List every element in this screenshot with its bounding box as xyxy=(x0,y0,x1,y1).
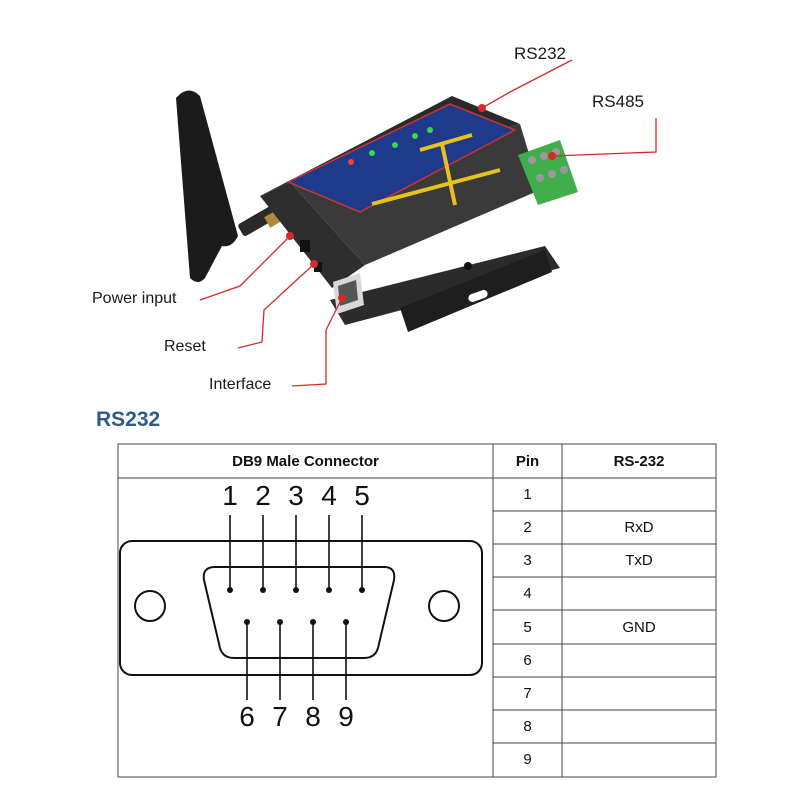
db9-pin-label-6: 6 xyxy=(239,701,255,732)
db9-pin-label-9: 9 xyxy=(338,701,354,732)
pin-9: 9 xyxy=(523,751,532,768)
section-title: RS232 xyxy=(96,408,161,431)
db9-pin-label-7: 7 xyxy=(272,701,288,732)
callout-interface: Interface xyxy=(209,376,272,393)
db9-connector xyxy=(119,540,483,676)
db9-pin-label-8: 8 xyxy=(305,701,321,732)
antenna xyxy=(176,90,286,282)
pin-2: 2 xyxy=(523,519,532,536)
db9-pin-lines xyxy=(229,515,363,700)
pin-1: 1 xyxy=(523,486,532,503)
pin-6: 6 xyxy=(523,652,532,669)
callout-reset: Reset xyxy=(164,338,206,355)
db9-pin-label-3: 3 xyxy=(288,480,304,511)
pin-8: 8 xyxy=(523,718,532,735)
callout-rs485: RS485 xyxy=(592,92,644,111)
signal-3: TxD xyxy=(625,552,653,569)
header-db9: DB9 Male Connector xyxy=(232,453,379,470)
callout-rs232: RS232 xyxy=(514,44,566,63)
callout-power-input: Power input xyxy=(92,290,177,307)
db9-pin-label-2: 2 xyxy=(255,480,271,511)
db9-pin-dots xyxy=(227,587,365,625)
pin-7: 7 xyxy=(523,685,532,702)
pin-4: 4 xyxy=(523,585,532,602)
converter-device xyxy=(260,96,578,332)
db9-pin-label-1: 1 xyxy=(222,480,238,511)
db9-pin-label-5: 5 xyxy=(354,480,370,511)
signal-2: RxD xyxy=(624,519,654,536)
db9-pin-label-4: 4 xyxy=(321,480,337,511)
callout-lines xyxy=(199,59,657,387)
pin-5: 5 xyxy=(523,619,532,636)
callout-dots xyxy=(286,104,556,302)
pin-3: 3 xyxy=(523,552,532,569)
header-pin: Pin xyxy=(515,453,540,470)
pinout-table-grid xyxy=(117,443,717,778)
signal-5: GND xyxy=(622,619,656,636)
header-rs232: RS-232 xyxy=(613,453,665,470)
